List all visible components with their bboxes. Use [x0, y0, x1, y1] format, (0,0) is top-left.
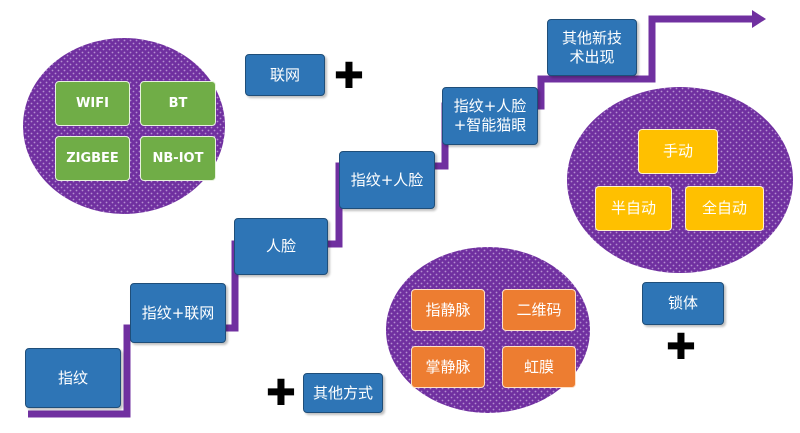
step-fingerprint-network: 指纹+联网	[130, 283, 226, 343]
staircase-arrowhead	[752, 10, 766, 28]
step-face: 人脸	[234, 218, 328, 275]
step-fingerprint-face: 指纹+人脸	[339, 151, 435, 209]
option-bt: BT	[140, 81, 216, 126]
option-manual: 手动	[638, 129, 718, 174]
plus-icon-lock-body: ✚	[665, 327, 697, 368]
step-new-technology: 其他新技 术出现	[547, 19, 637, 76]
option-fully-automatic: 全自动	[685, 186, 764, 231]
step-fingerprint-face-peephole: 指纹+人脸 +智能猫眼	[442, 87, 538, 145]
plus-icon-other-methods: ✚	[265, 373, 297, 414]
option-nb-iot: NB-IOT	[140, 136, 216, 181]
option-finger-vein: 指静脉	[411, 289, 485, 331]
plus-icon-connectivity: ✚	[333, 56, 365, 97]
lock-body-ellipse	[567, 87, 793, 273]
connectivity-ellipse	[23, 38, 225, 214]
option-semi-automatic: 半自动	[595, 186, 672, 231]
option-zigbee: ZIGBEE	[55, 136, 130, 181]
connectivity-label: 联网	[245, 54, 325, 96]
option-wifi: WIFI	[55, 81, 130, 126]
other-methods-label: 其他方式	[303, 373, 383, 413]
step-fingerprint: 指纹	[25, 348, 121, 408]
option-palm-vein: 掌静脉	[411, 346, 485, 388]
lock-body-label: 锁体	[642, 282, 724, 325]
option-iris: 虹膜	[502, 346, 576, 388]
option-qr-code: 二维码	[502, 289, 576, 331]
